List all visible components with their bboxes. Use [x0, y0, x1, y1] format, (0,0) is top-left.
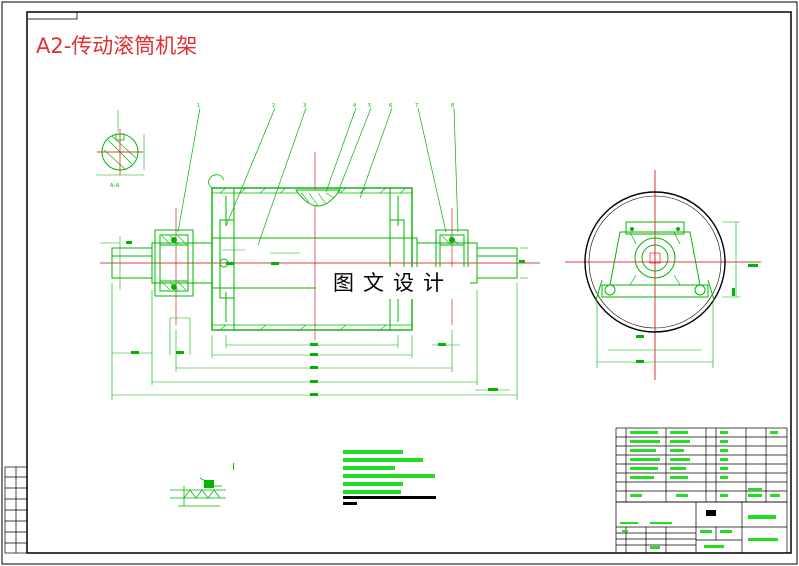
side-view [565, 170, 762, 380]
side-table [4, 466, 28, 554]
technical-notes [343, 450, 436, 505]
drawing-title: A2-传动滚筒机架 [36, 34, 197, 58]
svg-text:1: 1 [197, 103, 200, 109]
svg-text:3: 3 [303, 103, 306, 109]
svg-text:5: 5 [368, 103, 371, 109]
svg-text:4: 4 [353, 103, 356, 109]
detail-label: I [232, 462, 235, 473]
section-label: A–A [110, 183, 120, 189]
svg-text:6: 6 [389, 103, 392, 109]
left-bearing [154, 229, 194, 297]
watermark-text: 图文设计 [333, 271, 453, 295]
svg-text:2: 2 [272, 103, 275, 109]
front-view: 1 2 3 4 5 6 7 8 [100, 103, 540, 400]
corner-tag [26, 11, 78, 20]
detail-i: I [170, 462, 235, 507]
watermark-background [316, 267, 470, 299]
title-block [615, 427, 788, 554]
svg-text:7: 7 [415, 103, 418, 109]
svg-text:8: 8 [451, 103, 454, 109]
section-view-aa: A–A [96, 110, 145, 189]
drawing-frame [26, 11, 792, 554]
weld-bump [295, 189, 341, 207]
